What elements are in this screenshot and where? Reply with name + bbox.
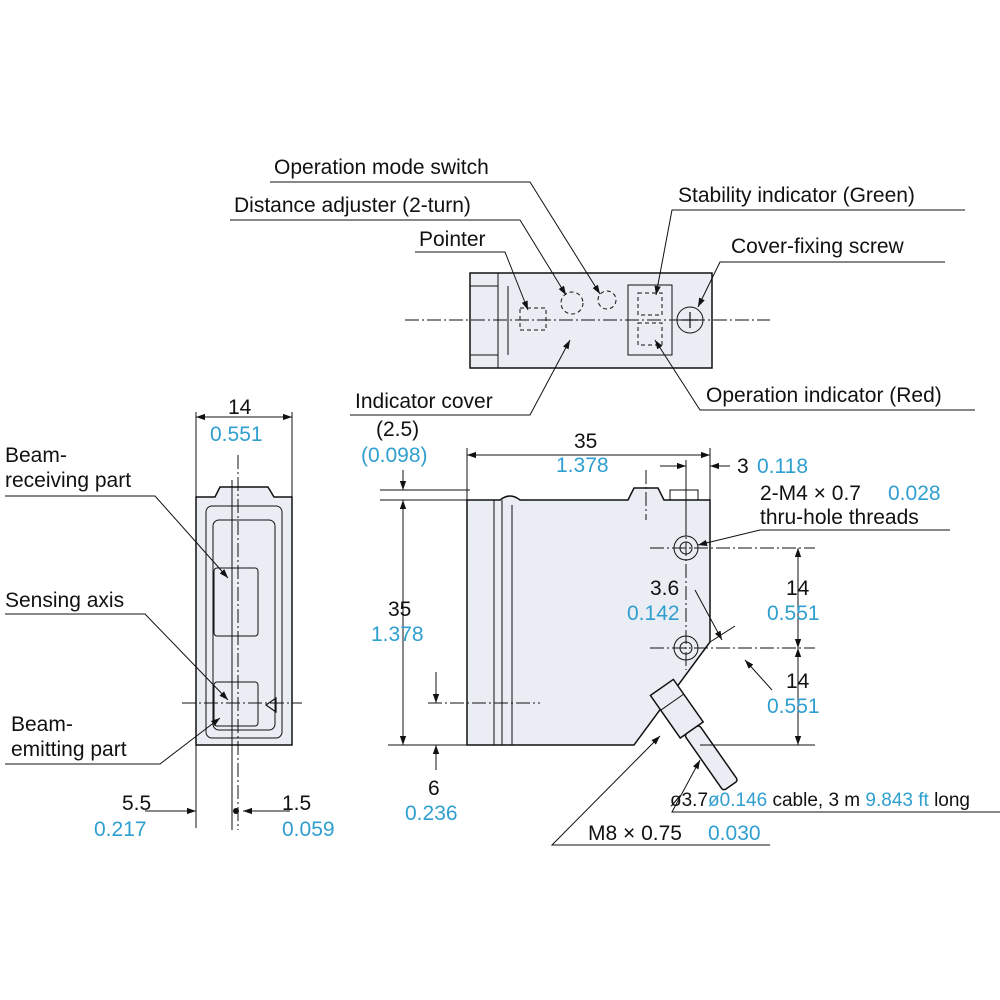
side-right-offset-mm: 3 <box>737 455 749 478</box>
label-stability-indicator: Stability indicator (Green) <box>678 184 915 207</box>
side-height-mm: 35 <box>388 598 411 621</box>
pointer-outline <box>519 307 547 331</box>
label-cover-fixing-screw: Cover-fixing screw <box>731 235 905 258</box>
label-beam-receiving-2: receiving part <box>5 469 131 492</box>
side-hole-edge-mm: 3.6 <box>650 577 679 600</box>
cable-connector <box>649 678 738 791</box>
label-indicator-cover: Indicator cover <box>355 390 493 413</box>
screw-cross <box>682 312 698 328</box>
cable-spec: ø3.7ø0.146 cable, 3 m 9.843 ft long <box>670 790 970 811</box>
front-view: 14 0.551 5.5 0.217 1.5 0.059 Beam- recei… <box>5 396 335 841</box>
front-view-body <box>195 486 293 746</box>
front-left-in: 0.217 <box>94 818 147 841</box>
beam-emitting-window <box>213 681 259 727</box>
threads-note-in: 0.028 <box>888 482 941 505</box>
side-bottom-in: 0.236 <box>405 802 458 825</box>
connector-spec-in: 0.030 <box>708 822 761 845</box>
label-distance-adjuster: Distance adjuster (2-turn) <box>234 194 471 217</box>
side-hole-edge-in: 0.142 <box>627 602 680 625</box>
label-pointer: Pointer <box>419 228 486 251</box>
distance-adjuster-icon <box>560 291 584 315</box>
label-operation-mode-switch: Operation mode switch <box>274 156 489 179</box>
cable-body <box>684 725 738 791</box>
side-hole-pitch-in: 0.551 <box>767 602 820 625</box>
side-view: (2.5) (0.098) 35 1.378 3 0.118 2-M4 × 0.… <box>361 418 1000 846</box>
side-bottom-mm: 6 <box>428 777 440 800</box>
top-view: Operation mode switch Distance adjuster … <box>230 156 975 416</box>
label-beam-receiving-1: Beam- <box>5 444 67 467</box>
cover-fixing-screw-icon <box>676 306 704 334</box>
front-width-mm: 14 <box>228 396 252 419</box>
mode-switch-icon <box>597 290 617 310</box>
front-width-in: 0.551 <box>210 423 263 446</box>
connector-spec-mm: M8 × 0.75 <box>588 822 682 845</box>
side-top-offset-mm: (2.5) <box>376 418 419 441</box>
side-hole-pitch-mm: 14 <box>786 577 810 600</box>
stability-indicator-lamp <box>637 292 663 316</box>
label-operation-indicator: Operation indicator (Red) <box>706 384 942 407</box>
front-left-mm: 5.5 <box>122 792 151 815</box>
threads-note-line2: thru-hole threads <box>760 506 919 529</box>
label-beam-emitting-2: emitting part <box>11 738 127 761</box>
side-width-in: 1.378 <box>556 454 609 477</box>
side-top-offset-in: (0.098) <box>361 444 428 467</box>
side-hole-bottom-in: 0.551 <box>767 695 820 718</box>
side-width-mm: 35 <box>574 430 597 453</box>
threads-note-mm: 2-M4 × 0.7 <box>760 482 861 505</box>
beam-receiving-window <box>213 567 259 637</box>
indicator-cover-window <box>627 284 673 356</box>
side-view-body <box>466 487 711 746</box>
side-hole-bottom-mm: 14 <box>786 670 810 693</box>
label-sensing-axis: Sensing axis <box>5 589 124 612</box>
label-beam-emitting-1: Beam- <box>11 713 73 736</box>
operation-indicator-lamp <box>637 322 663 346</box>
side-right-offset-in: 0.118 <box>757 455 808 478</box>
side-height-in: 1.378 <box>371 623 424 646</box>
front-right-mm: 1.5 <box>282 792 311 815</box>
front-right-in: 0.059 <box>282 818 335 841</box>
